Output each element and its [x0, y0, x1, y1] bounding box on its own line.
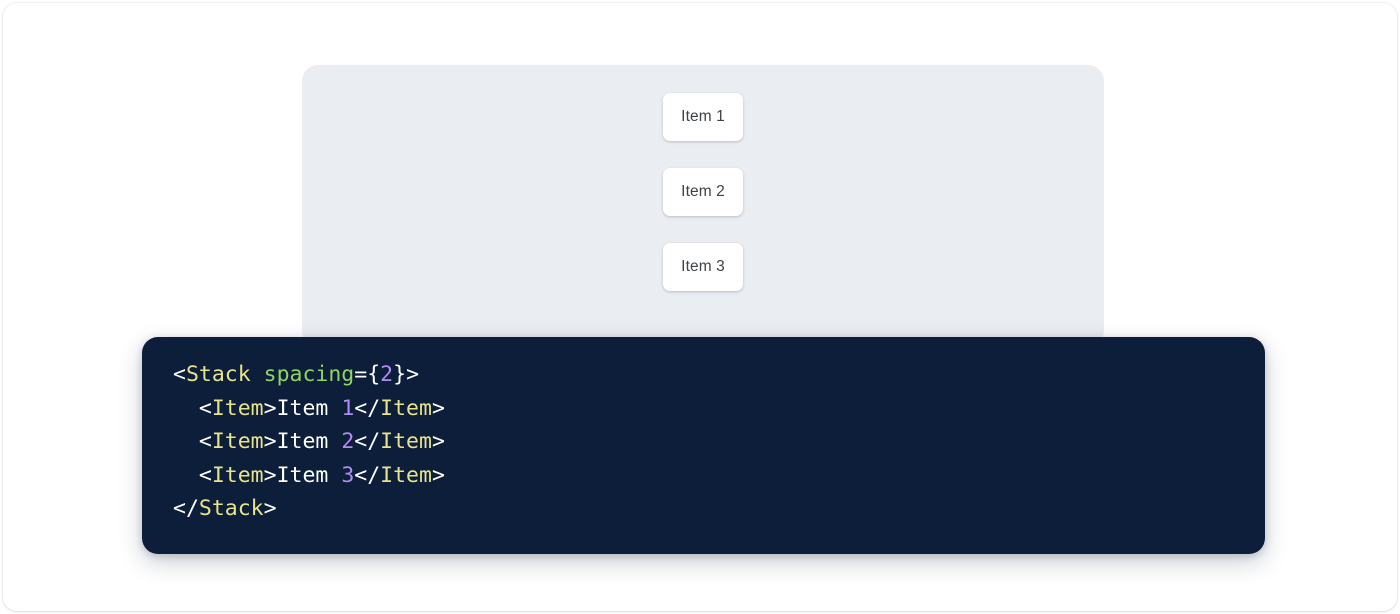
code-token-tag: Stack: [198, 496, 264, 522]
code-line: </Stack>: [173, 492, 445, 526]
stack-item-label: Item 3: [681, 258, 725, 275]
code-token-brace: }: [393, 362, 407, 387]
code-token-punct: >: [431, 395, 445, 421]
code-token-punct: </: [354, 462, 381, 488]
code-token-punct: <: [173, 362, 186, 387]
stack-container: Item 1 Item 2 Item 3: [302, 65, 1104, 291]
code-token-number: 3: [341, 462, 355, 488]
code-token-punct: >: [431, 429, 445, 455]
code-token-tag: Item: [380, 429, 432, 455]
code-token-tag: Item: [380, 462, 432, 488]
stack-item[interactable]: Item 3: [663, 243, 743, 291]
code-token-punct: </: [354, 395, 381, 421]
code-line: <Item>Item 1</Item>: [173, 392, 445, 426]
code-token-brace: {: [367, 362, 381, 387]
code-panel: <Stack spacing={2}> <Item>Item 1</Item> …: [142, 337, 1265, 554]
code-token-punct: >: [263, 429, 277, 455]
code-token-number: 2: [341, 429, 355, 455]
code-token-tag: Stack: [185, 362, 251, 387]
code-token-tag: Item: [211, 429, 264, 455]
code-token-number: 1: [341, 395, 355, 421]
code-token-tag: Item: [380, 395, 432, 421]
code-token-punct: =: [354, 362, 368, 387]
code-token-punct: <: [173, 395, 212, 421]
stack-item-label: Item 2: [681, 183, 725, 200]
code-token-punct: >: [406, 362, 420, 387]
code-token-text: Item: [276, 395, 342, 421]
code-token-tag: Item: [211, 462, 264, 488]
code-token-punct: >: [263, 395, 277, 421]
code-token-punct: >: [431, 462, 445, 488]
code-line: <Stack spacing={2}>: [173, 358, 445, 392]
code-token-attr: spacing: [263, 362, 355, 387]
code-token-punct: <: [173, 429, 212, 455]
code-token-punct: </: [173, 496, 199, 522]
code-block: <Stack spacing={2}> <Item>Item 1</Item> …: [173, 358, 445, 526]
code-token-text: Item: [276, 429, 342, 455]
code-line: <Item>Item 3</Item>: [173, 459, 445, 493]
stack-item-label: Item 1: [681, 108, 725, 125]
code-token-text: Item: [276, 462, 342, 488]
stack-preview-surface: Item 1 Item 2 Item 3: [302, 65, 1104, 347]
code-token-punct: <: [173, 462, 212, 488]
stack-item[interactable]: Item 2: [663, 168, 743, 216]
code-token-tag: Item: [211, 395, 264, 421]
code-token-punct: </: [354, 429, 381, 455]
code-token-number: 2: [380, 362, 394, 387]
code-token-punct: >: [263, 462, 277, 488]
code-token-punct: >: [263, 496, 277, 522]
code-token-text: [251, 362, 264, 387]
stack-item[interactable]: Item 1: [663, 93, 743, 141]
code-line: <Item>Item 2</Item>: [173, 425, 445, 459]
